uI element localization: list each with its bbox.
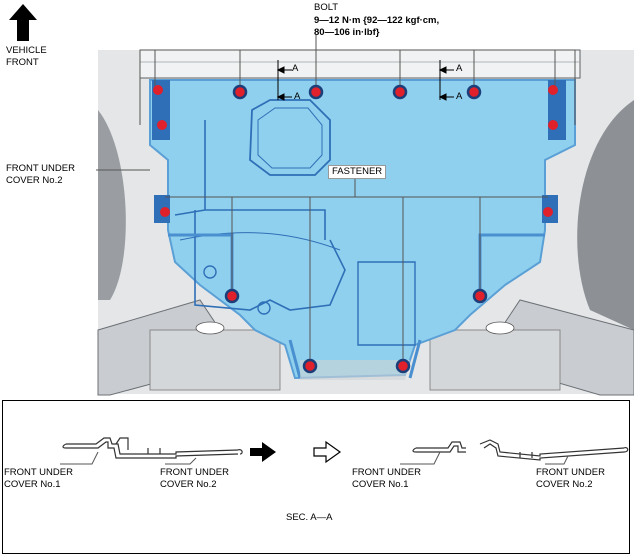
right-wheel-well	[577, 100, 634, 330]
section-right-no1-line2: COVER No.1	[352, 479, 409, 490]
before-after-arrow-filled-icon	[250, 442, 276, 462]
bolt-torque-line1: 9—12 N·m {92—122 kgf·cm,	[314, 15, 440, 26]
bolt-icon	[548, 120, 558, 130]
underbody-illustration	[96, 35, 634, 396]
fastener-icon	[543, 207, 553, 217]
fastener-icon	[395, 358, 411, 374]
front-under-cover-no2-label-line1: FRONT UNDER	[6, 163, 75, 174]
fastener-icon	[224, 288, 240, 304]
section-marker-a: A	[292, 63, 299, 74]
section-left-no2-line1: FRONT UNDER	[160, 467, 229, 478]
left-wheel-well	[98, 110, 126, 300]
vehicle-front-label-line2: FRONT	[6, 57, 39, 68]
section-left-no2-line2: COVER No.2	[160, 479, 217, 490]
fastener-label: FASTENER	[328, 165, 387, 179]
bolt-icon	[466, 84, 482, 100]
bolt-icon	[308, 84, 324, 100]
section-right-no2-line2: COVER No.2	[536, 479, 593, 490]
bolt-icon	[232, 84, 248, 100]
bolt-icon	[548, 85, 558, 95]
section-left-no1-line1: FRONT UNDER	[4, 467, 73, 478]
fastener-icon	[160, 207, 170, 217]
bolt-markers	[153, 84, 558, 130]
front-cross-member	[139, 49, 581, 79]
section-marker-a: A	[456, 63, 463, 74]
section-view-box	[2, 400, 630, 554]
section-view-title: SEC. A—A	[286, 512, 333, 523]
bolt-icon	[392, 84, 408, 100]
front-under-cover-no2-label-line2: COVER No.2	[6, 175, 63, 186]
before-after-arrow-outline-icon	[313, 440, 342, 464]
section-left-no1-line2: COVER No.1	[4, 479, 61, 490]
section-view-illustration	[60, 437, 629, 465]
section-right-no1-line1: FRONT UNDER	[352, 467, 421, 478]
fastener-icon	[472, 288, 488, 304]
bolt-icon	[153, 85, 163, 95]
fastener-markers	[160, 207, 553, 374]
bolt-icon	[157, 120, 167, 130]
section-marker-a: A	[294, 91, 301, 102]
fastener-icon	[302, 358, 318, 374]
section-right-no2-line1: FRONT UNDER	[536, 467, 605, 478]
vehicle-front-arrow-icon	[9, 4, 37, 41]
bolt-torque-line2: 80—106 in·lbf}	[314, 27, 380, 38]
vehicle-front-label-line1: VEHICLE	[6, 45, 47, 56]
section-marker-a: A	[456, 91, 463, 102]
bolt-label: BOLT	[314, 2, 339, 13]
